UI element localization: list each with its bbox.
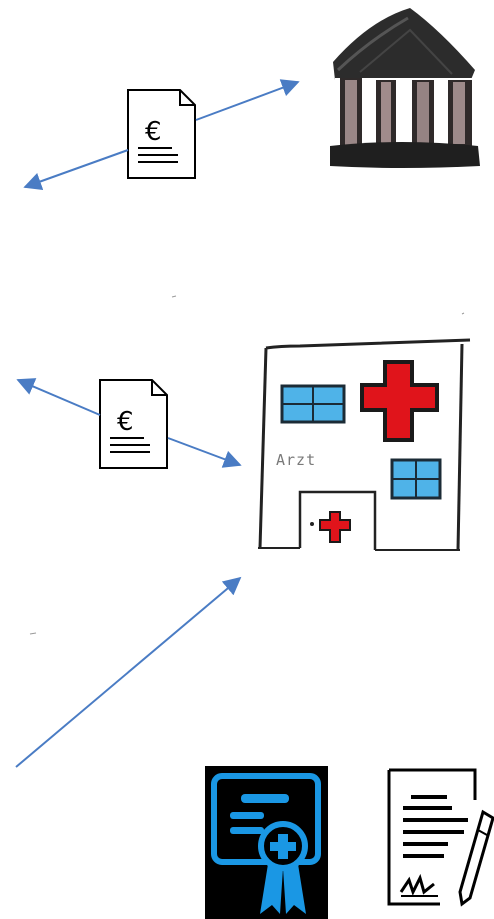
invoice-top: € <box>127 89 196 179</box>
medical-certificate-icon <box>205 766 328 919</box>
invoice-top-euro: € <box>145 117 162 147</box>
doctor-label: Arzt <box>276 451 316 469</box>
doctor-office-icon: Arzt <box>258 338 471 551</box>
bank-building-icon <box>330 8 480 168</box>
invoice-middle-euro: € <box>117 407 134 437</box>
arrow-invoice-to-bank <box>195 79 300 121</box>
arrow-invoice-to-left <box>23 149 129 190</box>
arrow-bottom-to-doctor <box>15 576 242 768</box>
arrow-invoice-to-left-middle <box>16 378 101 416</box>
arrow-invoice-to-doctor <box>167 437 242 468</box>
invoice-middle: € <box>99 379 168 469</box>
signed-contract-icon <box>387 768 494 907</box>
